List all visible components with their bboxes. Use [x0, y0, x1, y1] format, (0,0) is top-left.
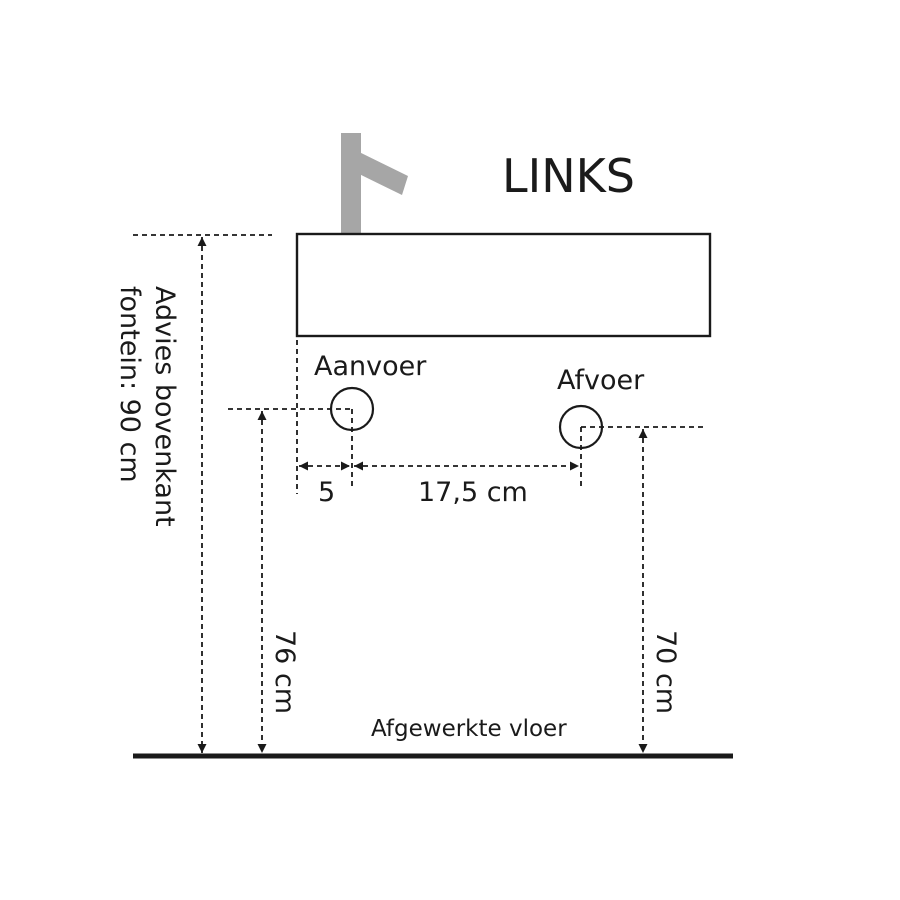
floor-label: Afgewerkte vloer: [371, 716, 567, 742]
drain-label: Afvoer: [557, 365, 645, 396]
offset-dimension-label: 5: [318, 477, 335, 508]
diagram-title: LINKS: [502, 149, 635, 203]
supply-label: Aanvoer: [314, 351, 427, 382]
faucet-icon: [341, 133, 408, 236]
spacing-dimension-label: 17,5 cm: [418, 477, 528, 508]
basin: [295, 232, 712, 338]
